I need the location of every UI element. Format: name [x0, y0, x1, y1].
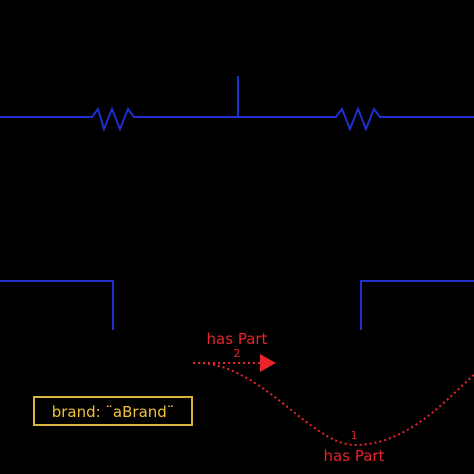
- edge-upper[interactable]: has Part 2: [193, 330, 276, 372]
- edge-lower[interactable]: 1 has Part: [192, 361, 474, 465]
- lower-right-bracket: [360, 280, 474, 330]
- edge-lower-curve: [192, 361, 474, 447]
- top-wire-left: [0, 106, 238, 133]
- top-wire-right: [238, 106, 474, 132]
- top-wire-group: [0, 76, 474, 133]
- brand-node-label: brand: ¨aBrand¨: [52, 403, 175, 421]
- edge-upper-label: has Part: [207, 330, 268, 348]
- lower-wire-group: [0, 280, 474, 330]
- brand-node-box: [33, 396, 193, 426]
- brand-node[interactable]: brand: ¨aBrand¨: [33, 396, 193, 426]
- lower-left-bracket: [0, 280, 114, 330]
- edge-lower-label: has Part: [324, 447, 385, 465]
- edge-upper-index: 2: [234, 347, 241, 360]
- edge-lower-index: 1: [351, 429, 358, 442]
- arrowhead-icon: [260, 354, 276, 372]
